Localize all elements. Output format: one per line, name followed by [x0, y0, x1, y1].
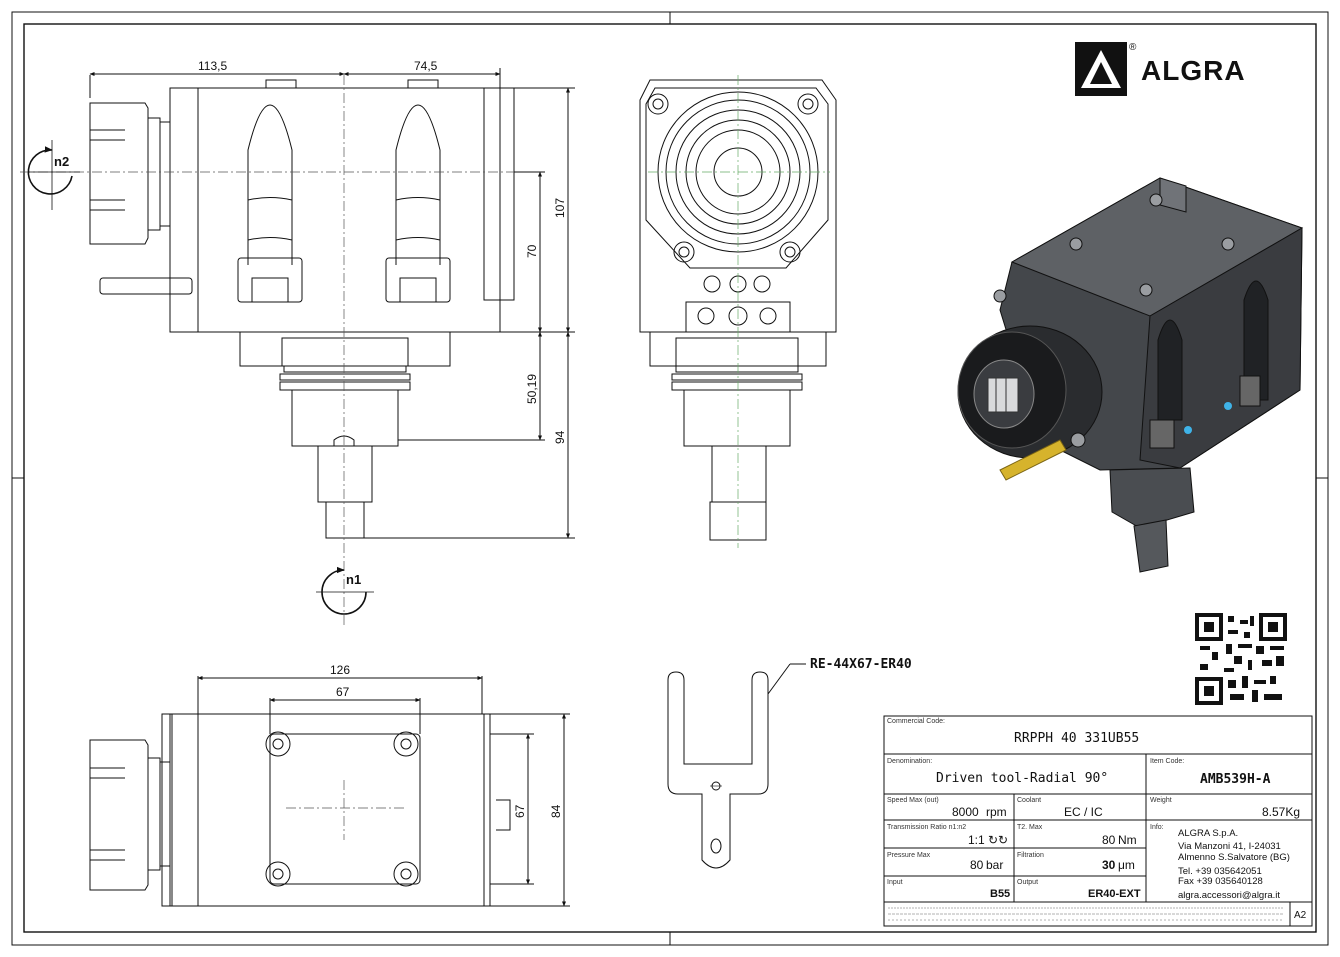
dim-67-vertical: 67	[513, 804, 527, 818]
side-view	[20, 68, 575, 625]
label-info: Info:	[1150, 824, 1164, 831]
company-tel: Tel. +39 035642051	[1178, 866, 1262, 877]
torque-value: 80	[1102, 833, 1116, 847]
label-pressure: Pressure Max	[887, 852, 931, 859]
dim-74-5: 74,5	[414, 59, 438, 73]
label-torque: T2. Max	[1017, 824, 1043, 831]
company-fax: Fax +39 035640128	[1178, 876, 1263, 887]
label-speed: Speed Max (out)	[887, 797, 939, 804]
dim-84: 84	[549, 804, 563, 818]
filtration-unit: μm	[1118, 858, 1135, 872]
rotation-n1-label: n1	[346, 572, 361, 587]
algra-logo: ALGRA ®	[1075, 42, 1246, 96]
dim-113-5: 113,5	[198, 59, 227, 73]
pressure-value: 80	[970, 858, 984, 872]
brand-registered-mark: ®	[1129, 42, 1137, 53]
isometric-view	[957, 177, 1304, 573]
commercial-code: RRPPH 40 331UB55	[1014, 731, 1139, 746]
speed-unit: rpm	[986, 805, 1007, 819]
dim-70: 70	[525, 244, 539, 258]
dim-50-19: 50,19	[525, 374, 539, 404]
label-ratio: Transmission Ratio n1:n2	[887, 824, 966, 831]
company-name: ALGRA S.p.A.	[1178, 828, 1238, 839]
wrench-part-callout: RE-44X67-ER40	[810, 657, 912, 672]
company-email: algra.accessori@algra.it	[1178, 890, 1280, 901]
pressure-unit: bar	[986, 858, 1003, 872]
output-value: ER40-EXT	[1088, 888, 1141, 900]
rotation-n1-symbol	[316, 566, 374, 615]
label-weight: Weight	[1150, 797, 1172, 804]
torque-unit: Nm	[1118, 833, 1137, 847]
ratio-value: 1:1	[968, 833, 985, 847]
filtration-value: 30	[1102, 858, 1116, 872]
qr-code	[1195, 613, 1287, 705]
company-address-1: Via Manzoni 41, I-24031	[1178, 841, 1281, 852]
sheet-size: A2	[1294, 910, 1307, 921]
label-commercial-code: Commercial Code:	[887, 718, 945, 725]
rotation-n2-label: n2	[54, 154, 69, 169]
label-denomination: Denomination:	[887, 758, 932, 765]
brand-name: ALGRA	[1141, 55, 1246, 86]
front-view	[639, 75, 837, 548]
label-coolant: Coolant	[1017, 797, 1041, 804]
title-block-text: Commercial Code: RRPPH 40 331UB55 Denomi…	[887, 718, 1307, 921]
coolant-value: EC / IC	[1064, 805, 1103, 819]
weight-value: 8.57Kg	[1262, 805, 1300, 819]
title-block	[883, 715, 1313, 927]
dim-94: 94	[553, 430, 567, 444]
item-code: AMB539H-A	[1200, 772, 1271, 787]
company-address-2: Almenno S.Salvatore (BG)	[1178, 852, 1290, 863]
speed-value: 8000	[952, 805, 979, 819]
label-output: Output	[1017, 879, 1038, 886]
label-input: Input	[887, 879, 903, 886]
dim-126: 126	[330, 663, 350, 677]
dim-107: 107	[553, 198, 567, 218]
denomination: Driven tool-Radial 90°	[936, 771, 1108, 786]
bottom-view	[89, 676, 570, 907]
ratio-direction-icon: ↻↻	[988, 833, 1008, 847]
wrench-view	[667, 663, 806, 869]
dim-67-horizontal: 67	[336, 685, 350, 699]
input-value: B55	[990, 888, 1010, 900]
label-filtration: Filtration	[1017, 852, 1044, 859]
drawing-frame	[11, 11, 1329, 946]
label-item-code: Item Code:	[1150, 758, 1184, 765]
rotation-n2-symbol	[27, 140, 80, 210]
